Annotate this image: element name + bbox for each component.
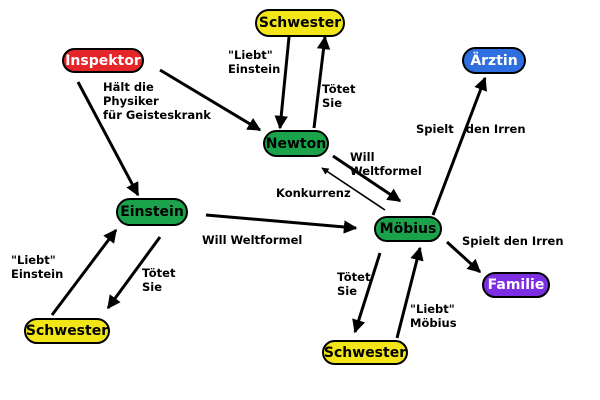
label-will-weltformel-newton: Will Weltformel bbox=[350, 150, 422, 178]
edge-einstein-to-schwester-left bbox=[106, 236, 162, 310]
node-moebius[interactable]: Möbius bbox=[374, 216, 442, 242]
node-schwester-top[interactable]: Schwester bbox=[255, 9, 345, 37]
edge-schwester-bottom-to-moebius bbox=[395, 246, 424, 339]
edge-inspektor-to-newton bbox=[159, 68, 262, 132]
edge-moebius-to-familie bbox=[445, 240, 482, 274]
edge-moebius-to-schwester-bottom bbox=[352, 252, 382, 334]
label-inspektor-einstein: Hält die Physiker für Geisteskrank bbox=[103, 80, 211, 122]
edge-newton-to-moebius bbox=[332, 154, 402, 203]
label-toetet-sie-bottom: Tötet Sie bbox=[337, 270, 371, 298]
node-familie[interactable]: Familie bbox=[482, 272, 550, 298]
node-newton[interactable]: Newton bbox=[263, 130, 329, 157]
label-spielt-den-irren-familie: Spielt den Irren bbox=[462, 234, 564, 248]
label-liebt-moebius: "Liebt" Möbius bbox=[410, 302, 457, 330]
node-inspektor[interactable]: Inspektor bbox=[62, 48, 144, 73]
edge-einstein-to-moebius bbox=[205, 213, 358, 234]
label-konkurrenz: Konkurrenz bbox=[276, 186, 351, 200]
edge-newton-to-schwester-top bbox=[312, 35, 331, 129]
label-will-weltformel-einstein: Will Weltformel bbox=[202, 233, 303, 247]
label-liebt-einstein-top: "Liebt" Einstein bbox=[228, 48, 281, 76]
label-toetet-sie-top: Tötet Sie bbox=[322, 82, 356, 110]
edge-schwester-top-to-newton bbox=[274, 36, 291, 130]
label-liebt-einstein-left: "Liebt" Einstein bbox=[11, 253, 64, 281]
edge-moebius-to-newton bbox=[321, 167, 386, 211]
edge-moebius-to-aerztin bbox=[431, 76, 487, 216]
edge-schwester-left-to-einstein bbox=[50, 228, 118, 316]
edge-inspektor-to-einstein bbox=[76, 81, 140, 197]
node-schwester-left[interactable]: Schwester bbox=[24, 318, 110, 344]
label-spielt-den-irren-aerztin: Spielt den Irren bbox=[416, 122, 526, 136]
node-einstein[interactable]: Einstein bbox=[116, 198, 188, 226]
label-toetet-sie-left: Tötet Sie bbox=[142, 266, 176, 294]
node-schwester-bottom[interactable]: Schwester bbox=[322, 340, 408, 365]
node-aerztin[interactable]: Ärztin bbox=[462, 47, 526, 74]
